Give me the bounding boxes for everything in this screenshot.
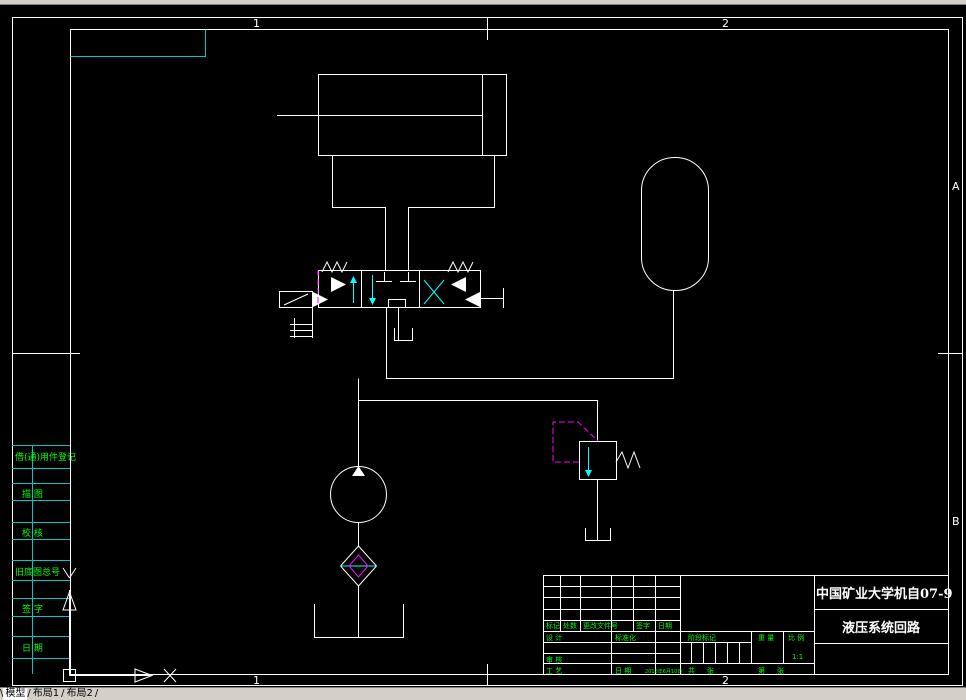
spring-left [321, 260, 348, 274]
layout-tab-bar: \模型/布局1/布局2/ [0, 687, 966, 700]
side-table-row-3: 校 核 [22, 527, 43, 539]
tab-model[interactable]: 模型 [3, 688, 28, 700]
ruler-bottom-1: 1 [253, 674, 260, 687]
valve-tank-symbol [394, 328, 413, 341]
relief-pilot-line [552, 421, 599, 463]
ruler-bottom-2: 2 [722, 674, 729, 687]
tb-scale-value: 1:1 [792, 653, 803, 661]
tb-sheet-total: 共 [688, 666, 695, 675]
ucs-icon[interactable] [62, 567, 177, 683]
tb-process-label: 工 艺 [546, 667, 562, 675]
side-table-row-4: 旧底图总号 [15, 566, 60, 578]
tb-drawing-name: 液压系统回路 [842, 620, 921, 636]
tb-date-label: 日期 [658, 622, 672, 630]
accumulator[interactable] [641, 157, 709, 291]
title-block [543, 575, 949, 675]
tb-weight-label: 重 量 [758, 634, 774, 642]
tb-scale-label: 比 例 [788, 633, 804, 642]
tb-sign-label: 签字 [636, 621, 650, 630]
side-table-row-1: 借(通)用件登记 [15, 451, 76, 463]
tb-change-label: 更改文件号 [583, 621, 618, 630]
tb-date2-label: 日 期 [615, 667, 631, 675]
spring-left-arrow [331, 277, 346, 292]
tb-sheet-unit-1: 张 [707, 666, 714, 675]
lever-right-arrow [465, 292, 480, 307]
solenoid-left-arrow [313, 292, 328, 307]
tb-stage-label: 阶段标记 [688, 633, 716, 642]
tb-school-name: 中国矿业大学机自07-9 [816, 586, 953, 602]
inner-frame [70, 29, 949, 675]
flow-arrow-cross-2 [423, 279, 445, 305]
valve-port-box [388, 299, 406, 308]
side-table-row-6: 日 期 [22, 643, 43, 654]
flow-arrow-up-head [350, 276, 357, 283]
hydraulic-circuit[interactable] [277, 74, 709, 638]
tb-check-label: 审 核 [546, 655, 562, 664]
ruler-top-1: 1 [253, 17, 260, 30]
side-table-row-5: 签 字 [22, 603, 43, 615]
filter-inner [348, 554, 369, 578]
spring-right [447, 260, 474, 274]
relief-line [358, 400, 598, 441]
directional-valve[interactable] [318, 270, 481, 308]
relief-spring [615, 450, 641, 470]
cad-drawing[interactable]: 1 2 1 2 A B [0, 5, 966, 687]
oil-tank[interactable] [314, 604, 404, 638]
outer-border [12, 17, 963, 686]
tab-separator: \ [0, 688, 4, 699]
pump-arrow [352, 466, 365, 476]
tb-count-label: 处数 [563, 621, 577, 630]
ruler-right-a: A [952, 180, 960, 193]
side-table [12, 445, 70, 674]
relief-tank-symbol [585, 528, 611, 541]
tb-mark-label: 标记 [546, 621, 560, 630]
flow-arrow-down-head [369, 298, 376, 305]
tab-layout-2[interactable]: 布局2 [66, 688, 93, 699]
ruler-right-b: B [952, 515, 960, 528]
tb-date-value: 2010年6月10日 [645, 668, 682, 675]
tb-sheet-page: 第 [758, 666, 765, 675]
window-top-edge [0, 0, 966, 5]
tb-standardize-label: 标准化 [615, 633, 636, 642]
spring-right-arrow [451, 277, 466, 292]
side-table-row-2: 描 图 [22, 488, 43, 500]
port-line-b [408, 155, 495, 270]
relief-valve[interactable] [579, 441, 617, 480]
solenoid-left-slash [283, 293, 309, 306]
tab-separator: / [61, 688, 65, 699]
port-line-a [332, 155, 386, 270]
tab-layout-1[interactable]: 布局1 [32, 688, 60, 699]
code-box [70, 29, 206, 57]
tab-separator: / [27, 688, 31, 699]
pressure-line [386, 290, 674, 379]
solenoid-left[interactable] [279, 291, 313, 308]
tb-design-label: 设 计 [546, 633, 562, 642]
ruler-top-2: 2 [722, 17, 729, 30]
relief-flow-head [585, 470, 592, 477]
tb-sheet-unit-2: 张 [777, 666, 784, 675]
tab-separator: / [94, 688, 99, 699]
